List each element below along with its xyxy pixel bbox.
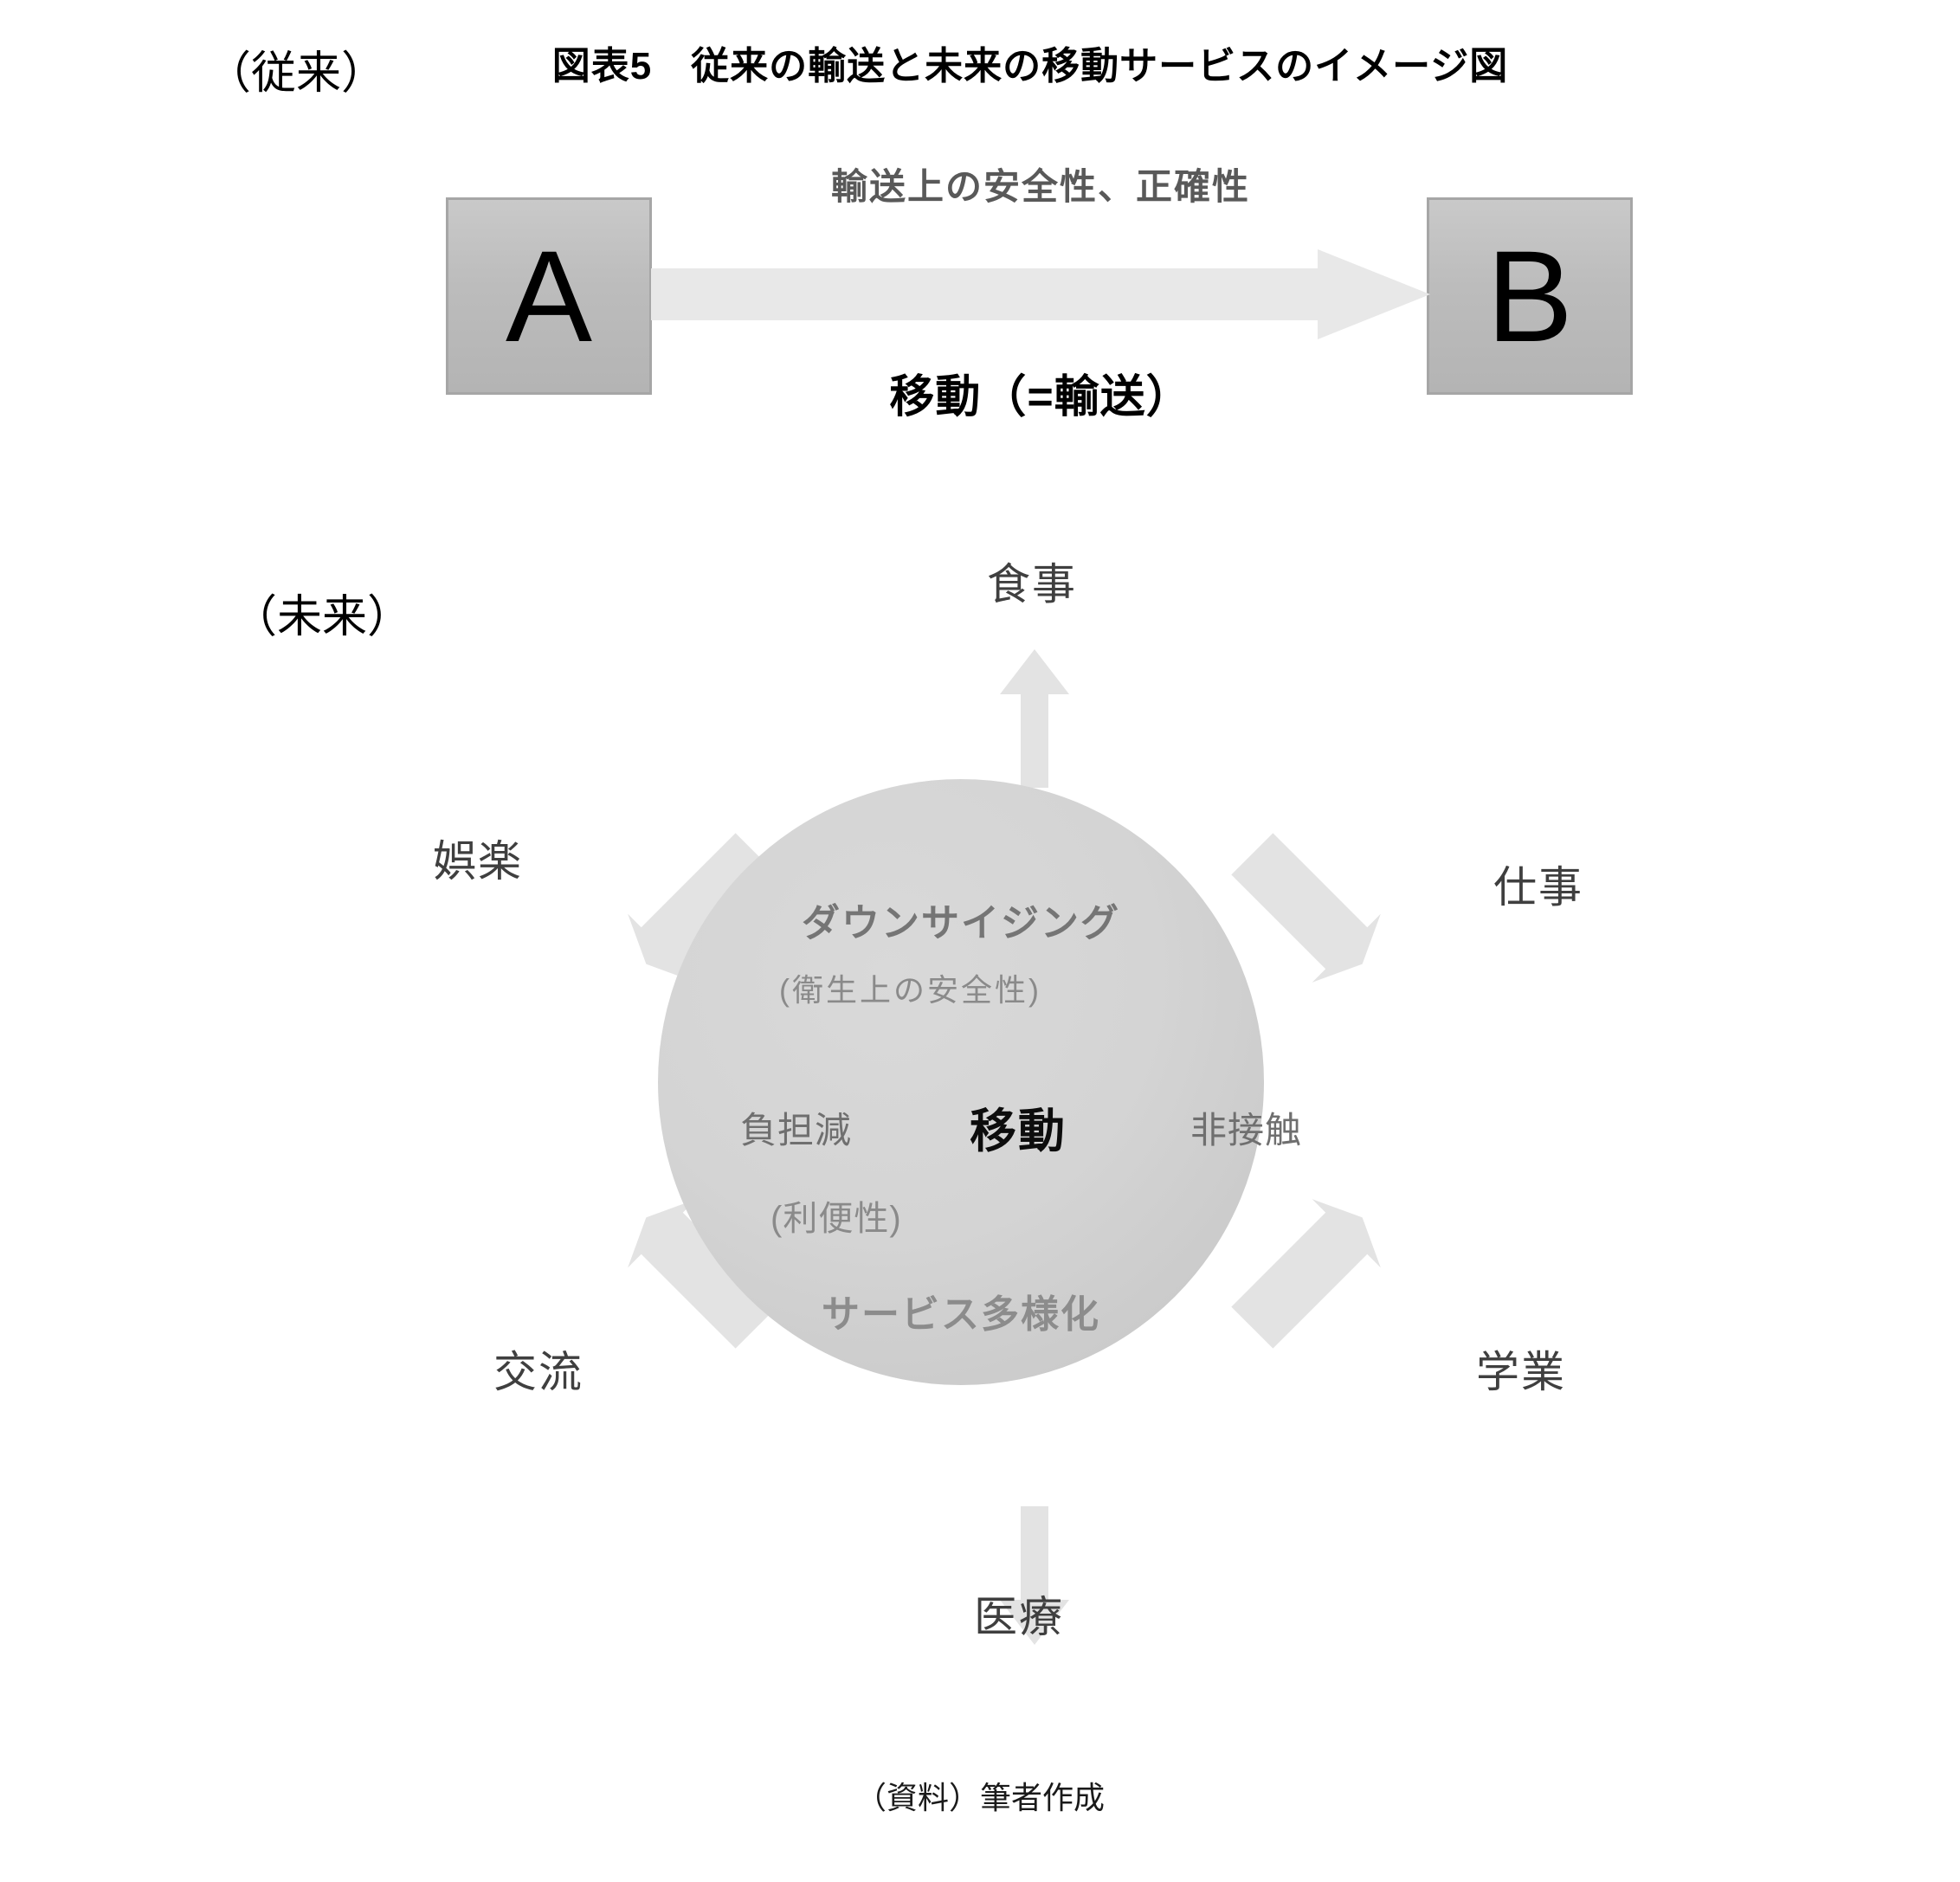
source-note: （資料）筆者作成	[854, 1781, 1105, 1815]
transport-arrow-icon	[651, 249, 1430, 339]
legacy-section-label: （従来）	[206, 48, 387, 99]
mobility-circle	[658, 779, 1264, 1385]
arrow-down-left-icon	[623, 1195, 779, 1350]
arrow-down-icon	[1000, 1506, 1069, 1645]
arrow-down-right-icon	[1229, 1195, 1385, 1350]
circle-text-mobility-center: 移動	[970, 1105, 1067, 1157]
spoke-label-exchange: 交流	[493, 1348, 583, 1396]
circle-text-hygiene-safety: (衛生上の安全性)	[779, 972, 1041, 1008]
arrow-up-right-icon	[1229, 831, 1385, 987]
arrow-up-icon	[1000, 649, 1069, 788]
circle-text-contactless: 非接触	[1190, 1110, 1303, 1150]
circle-text-convenience: (利便性)	[770, 1200, 902, 1238]
spoke-label-work: 仕事	[1493, 863, 1583, 912]
circle-text-burden-reduction: 負担減	[740, 1110, 853, 1150]
spoke-label-medical: 医療	[974, 1593, 1064, 1641]
page-title: 図表5 従来の輸送と未来の移動サービスのイメージ図	[551, 45, 1509, 87]
future-section-label: （未来）	[232, 592, 413, 642]
transport-move-label: 移動（=輸送）	[889, 372, 1192, 422]
node-box-b: B	[1427, 197, 1633, 395]
node-box-a: A	[446, 197, 652, 395]
spoke-label-study: 学業	[1476, 1348, 1566, 1396]
spoke-label-meal: 食事	[987, 560, 1077, 609]
transport-safety-label: 輸送上の安全性、正確性	[830, 166, 1250, 207]
arrow-up-left-icon	[623, 831, 779, 987]
circle-text-downsizing: ダウンサイジング	[802, 902, 1120, 944]
spoke-label-leisure: 娯楽	[433, 837, 523, 886]
circle-text-service-diversification: サービス多様化	[822, 1293, 1100, 1336]
